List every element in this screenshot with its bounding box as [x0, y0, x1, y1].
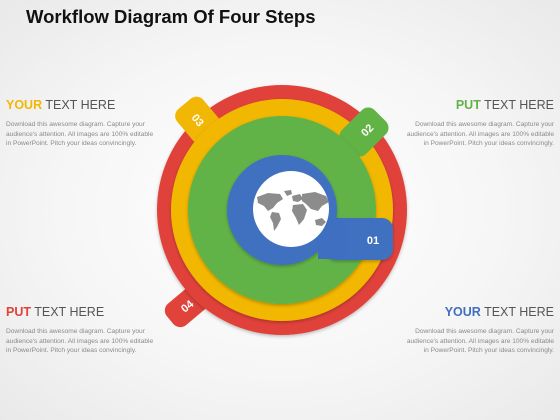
- page-title: Workflow Diagram Of Four Steps: [26, 6, 316, 27]
- text-block-top-left: YOUR TEXT HERE Download this awesome dia…: [6, 98, 156, 149]
- heading-highlight: PUT: [455, 98, 481, 112]
- block-heading: PUT TEXT HERE: [6, 305, 156, 319]
- step-01-label: 01: [367, 235, 379, 247]
- block-body: Download this awesome diagram. Capture y…: [406, 328, 554, 355]
- text-block-bottom-right: YOUR TEXT HERE Download this awesome dia…: [404, 305, 554, 356]
- block-body: Download this awesome diagram. Capture y…: [406, 121, 554, 148]
- step-02-tab: [339, 107, 389, 157]
- text-block-top-right: PUT TEXT HERE Download this awesome diag…: [404, 98, 554, 149]
- block-body: Download this awesome diagram. Capture y…: [6, 328, 154, 355]
- heading-highlight: YOUR: [444, 305, 481, 319]
- block-heading: PUT TEXT HERE: [404, 98, 554, 112]
- world-map-icon: [257, 190, 329, 231]
- heading-rest: TEXT HERE: [42, 98, 116, 112]
- center-circle: [253, 171, 329, 247]
- heading-rest: TEXT HERE: [480, 305, 554, 319]
- heading-highlight: PUT: [6, 305, 31, 319]
- block-heading: YOUR TEXT HERE: [6, 98, 156, 112]
- block-body: Download this awesome diagram. Capture y…: [6, 121, 154, 148]
- heading-highlight: YOUR: [6, 98, 43, 112]
- heading-rest: TEXT HERE: [31, 305, 105, 319]
- block-heading: YOUR TEXT HERE: [404, 305, 554, 319]
- heading-rest: TEXT HERE: [480, 98, 554, 112]
- text-block-bottom-left: PUT TEXT HERE Download this awesome diag…: [6, 305, 156, 356]
